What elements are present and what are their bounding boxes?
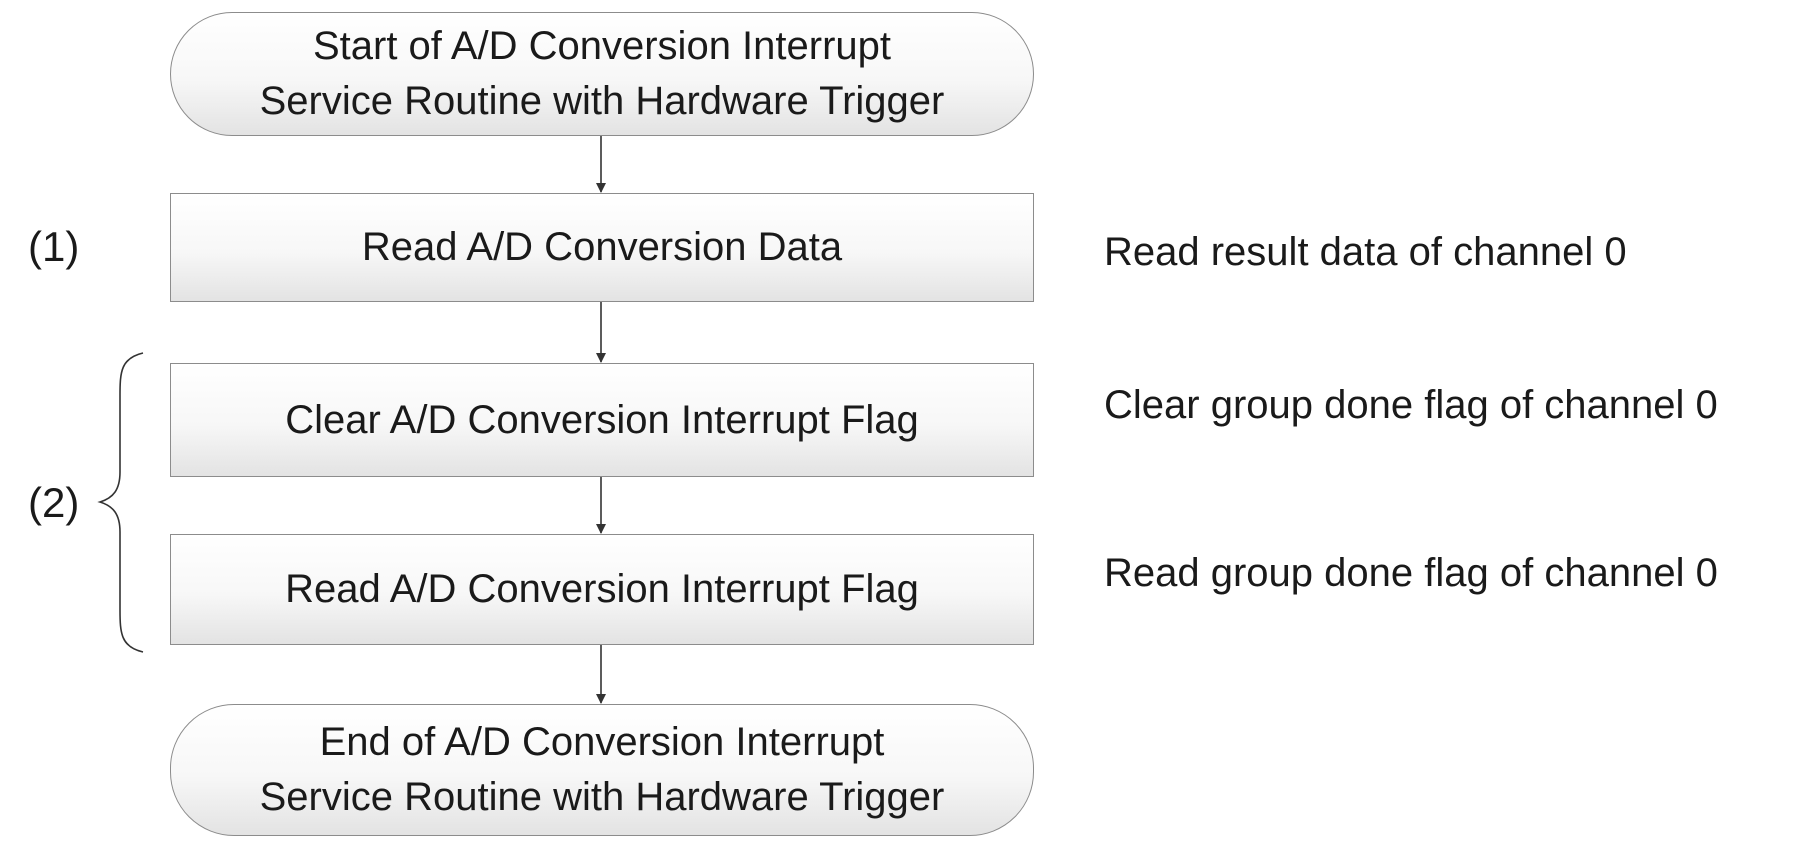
note-read-group-done-flag: Read group done flag of channel 0: [1104, 551, 1718, 595]
note-read-result-data: Read result data of channel 0: [1104, 230, 1627, 274]
process-read-interrupt-flag: Read A/D Conversion Interrupt Flag: [170, 534, 1034, 645]
step-label-2: (2): [28, 479, 80, 526]
start-terminal: Start of A/D Conversion Interrupt Servic…: [170, 12, 1034, 136]
end-terminal-line2: Service Routine with Hardware Trigger: [259, 775, 945, 819]
start-terminal-line2: Service Routine with Hardware Trigger: [259, 79, 945, 123]
process-clear-interrupt-flag: Clear A/D Conversion Interrupt Flag: [170, 363, 1034, 477]
note-clear-group-done-flag: Clear group done flag of channel 0: [1104, 383, 1718, 427]
process-read-conversion-data: Read A/D Conversion Data: [170, 193, 1034, 302]
end-terminal-line1: End of A/D Conversion Interrupt: [319, 720, 885, 764]
process-label: Read A/D Conversion Interrupt Flag: [285, 567, 919, 611]
curly-brace: [97, 352, 144, 653]
end-terminal: End of A/D Conversion Interrupt Service …: [170, 704, 1034, 836]
start-terminal-line1: Start of A/D Conversion Interrupt: [312, 24, 892, 68]
step-label-1: (1): [28, 223, 80, 270]
process-label: Read A/D Conversion Data: [361, 225, 843, 269]
process-label: Clear A/D Conversion Interrupt Flag: [285, 397, 919, 442]
